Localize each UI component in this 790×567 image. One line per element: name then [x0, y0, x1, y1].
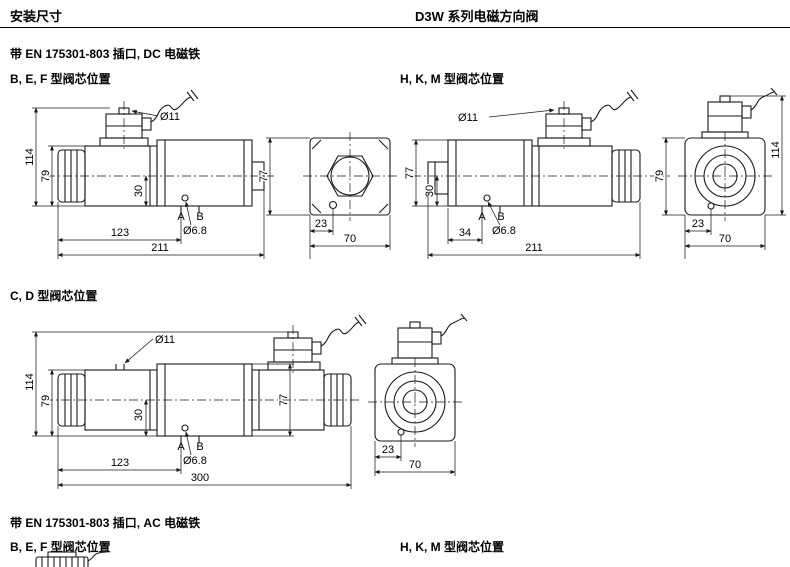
- label-spool-hkm-ac: H, K, M 型阀芯位置: [400, 540, 504, 554]
- section-title-dc: 带 EN 175301-803 插口, DC 电磁铁: [10, 47, 201, 61]
- end-cap: [611, 149, 641, 203]
- page-title: 安装尺寸: [10, 9, 63, 24]
- dim-body-height: 79: [40, 395, 52, 407]
- label-port-b: B: [497, 211, 504, 223]
- dim-port-offset: 30: [424, 185, 436, 197]
- label-port-b: B: [196, 441, 203, 453]
- label-spool-bef-dc: B, E, F 型阀芯位置: [10, 72, 111, 86]
- dim-end-height: 77: [258, 170, 270, 182]
- end-view-bef-dc: 77 23 70: [257, 132, 397, 259]
- label-spool-cd: C, D 型阀芯位置: [10, 289, 98, 303]
- label-mount-hole: Ø6.8: [183, 225, 207, 237]
- cable: [320, 314, 367, 347]
- dim-body-height: 79: [40, 170, 52, 182]
- dim-end-hole-offset: 23: [692, 218, 704, 230]
- dim-end-width: 70: [409, 459, 421, 471]
- dim-overall-length: 211: [151, 242, 169, 254]
- dim-overall-height: 114: [24, 148, 36, 166]
- din-connector: [537, 101, 592, 151]
- dims-cd: 114 79 77 30 Ø11 A B Ø6.8 123 300: [23, 331, 352, 489]
- ac-partial-drawing: [35, 551, 108, 567]
- end-view-hkm-dc: 79 114 23 70: [653, 88, 786, 259]
- dim-end-width: 70: [344, 233, 356, 245]
- label-port-b: B: [196, 211, 203, 223]
- cable: [750, 88, 778, 111]
- dims-hkm-dc: 77 30 Ø11 A B Ø6.8 34 211: [403, 108, 641, 259]
- valve-body: [156, 139, 265, 213]
- label-mount-hole: Ø6.8: [492, 225, 516, 237]
- dim-overall-length: 211: [525, 242, 543, 254]
- side-view-hkm-dc: [412, 89, 670, 213]
- dim-port-dist: 123: [111, 227, 129, 239]
- header-divider: [0, 27, 790, 28]
- cable: [150, 89, 199, 123]
- din-connector-front: [701, 95, 752, 139]
- dim-end-width: 70: [719, 233, 731, 245]
- label-spool-bef-ac: B, E, F 型阀芯位置: [10, 540, 111, 554]
- side-view-bef-dc: [46, 89, 274, 213]
- din-connector-partial: [35, 551, 89, 567]
- dims-bef-dc: 114 79 30 Ø11 A B Ø6.8 123 211: [23, 107, 265, 259]
- dim-port-offset: 30: [133, 409, 145, 421]
- section-title-ac: 带 EN 175301-803 插口, AC 电磁铁: [10, 516, 201, 530]
- cd-drawings: 114 79 77 30 Ø11 A B Ø6.8 123 300: [23, 313, 468, 489]
- label-mount-hole: Ø6.8: [183, 455, 207, 467]
- dim-overall-length: 300: [191, 472, 209, 484]
- side-view-cd: [44, 314, 367, 443]
- end-cap-right: [323, 373, 352, 427]
- dim-body-height: 77: [404, 167, 416, 179]
- end-cap: [57, 149, 86, 203]
- cable: [87, 551, 108, 562]
- dc-drawings: 114 79 30 Ø11 A B Ø6.8 123 211 77: [23, 88, 786, 259]
- dim-port-dist: 123: [111, 457, 129, 469]
- label-spool-hkm-dc: H, K, M 型阀芯位置: [400, 72, 504, 86]
- dim-end-hole-offset: 23: [315, 218, 327, 230]
- label-conn-hole: Ø11: [160, 111, 180, 123]
- dim-port-dist: 34: [459, 227, 471, 239]
- label-conn-hole: Ø11: [155, 334, 175, 346]
- dim-port-offset: 30: [133, 185, 145, 197]
- dim-end-body-height: 79: [654, 170, 666, 182]
- cable: [590, 89, 639, 123]
- valve-body: [447, 139, 533, 213]
- dim-valve-height: 77: [278, 394, 290, 406]
- dim-end-overall-height: 114: [770, 141, 782, 159]
- label-conn-hole: Ø11: [458, 112, 478, 124]
- dim-end-hole-offset: 23: [382, 444, 394, 456]
- end-view-cd: 23 70: [368, 313, 468, 476]
- din-connector: [99, 101, 152, 151]
- series-title: D3W 系列电磁方向阀: [415, 9, 539, 24]
- valve-body: [156, 363, 253, 443]
- cable: [440, 313, 468, 337]
- din-connector-front: [391, 321, 442, 365]
- dim-overall-height: 114: [24, 373, 36, 391]
- din-connector: [267, 325, 322, 375]
